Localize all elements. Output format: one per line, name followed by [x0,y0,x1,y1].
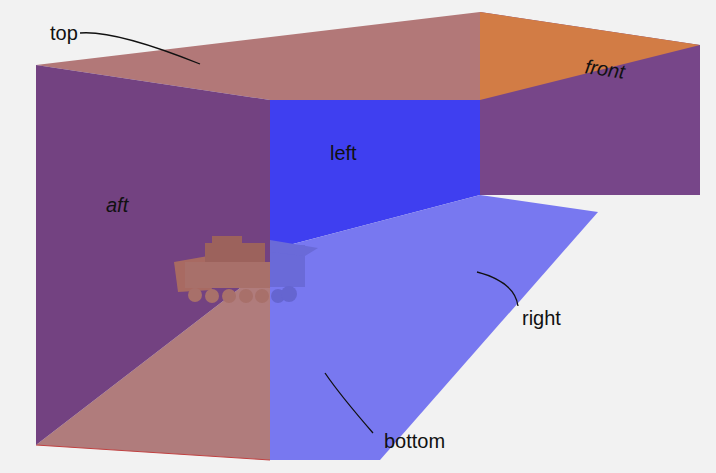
aft-face [36,65,270,445]
top-face-far [480,12,700,100]
face-label: aft [106,194,128,216]
vehicle-model [174,236,318,303]
edge-line [36,445,270,460]
leader-line [325,373,373,433]
leader-line [80,33,200,64]
face-label: right [522,307,561,329]
face-label: bottom [384,430,445,452]
leader-line [477,272,518,306]
face-label: top [50,22,78,44]
bottom-face [270,195,598,460]
face-label: left [330,142,357,164]
front-face [480,12,700,195]
